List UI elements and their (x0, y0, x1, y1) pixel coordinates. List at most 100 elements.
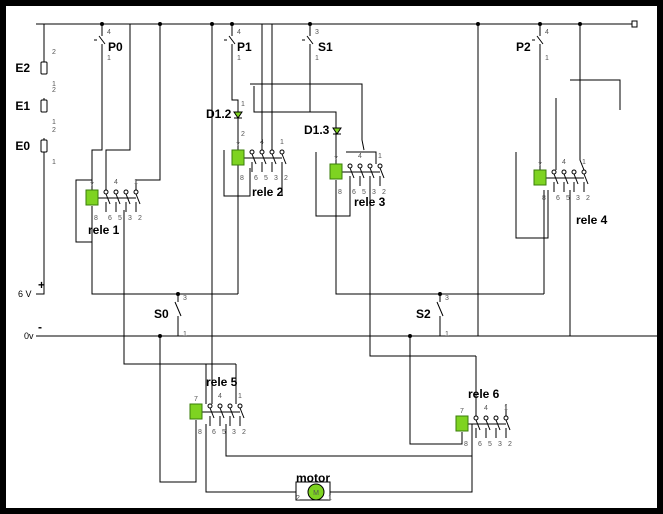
lamp-icon (40, 61, 48, 75)
wire (346, 151, 377, 164)
relay-label-rele-5: rele 5 (206, 375, 238, 389)
relay-switch-arm (261, 153, 267, 165)
relay-pin: 2 (138, 215, 142, 222)
relay-switch-arm (229, 407, 235, 419)
wire (570, 79, 621, 110)
relay-pin: 2 (508, 441, 512, 448)
relay-pin: 4 (218, 393, 222, 400)
lamp-pin: 1 (52, 81, 56, 88)
relay-switch-arm (349, 167, 355, 179)
relay-contact (377, 163, 383, 169)
relay-pin: 1 (504, 405, 508, 412)
relay-pin: 6 (556, 195, 560, 202)
relay-switch-arm (505, 419, 511, 431)
relay-contact (207, 403, 213, 409)
relay-contact (493, 415, 499, 421)
lamp-pin: 2 (52, 49, 56, 56)
relay-contact (249, 149, 255, 155)
lamp-label-e0: E0 (15, 139, 30, 153)
relay-switch-arm (239, 407, 245, 419)
diode-pin: 2 (241, 131, 245, 138)
motor-symbol: M (313, 490, 319, 497)
relay-contact (113, 189, 119, 195)
relay-pin: 8 (94, 215, 98, 222)
relay-coil-pin: 7 (236, 142, 240, 149)
relay-coil-pin: 7 (334, 156, 338, 163)
relay-pin: 1 (378, 153, 382, 160)
diode-icon (332, 127, 342, 135)
relay-coil-pin: 7 (460, 408, 464, 415)
components (40, 20, 638, 501)
toggle-switch (436, 294, 444, 336)
relay-switch-arm (563, 173, 569, 185)
switch-pin: 3 (445, 295, 449, 302)
lamp-label-e2: E2 (15, 61, 30, 75)
relay-pin: 4 (114, 179, 118, 186)
relay-pin: 5 (566, 195, 570, 202)
button-pin: 4 (107, 29, 111, 36)
relay-switch-arm (281, 153, 287, 165)
relay-switch-arm (135, 193, 141, 205)
diode-label-d1-2: D1.2 (206, 107, 232, 121)
wire (91, 62, 103, 190)
motor-pin: 1 (328, 495, 332, 502)
relay-contact (259, 149, 265, 155)
relay-coil (231, 149, 245, 166)
relay-coil (189, 403, 203, 420)
switch-pin: 3 (183, 295, 187, 302)
wire (105, 24, 131, 190)
relay-pin: 3 (576, 195, 580, 202)
wire (225, 424, 473, 457)
relay-switch-arm (495, 419, 501, 431)
relay-switch-arm (583, 173, 589, 185)
relay-pin: 2 (382, 189, 386, 196)
plus-sign: + (38, 278, 45, 292)
relay-label-rele-2: rele 2 (252, 185, 284, 199)
relay-pin: 5 (362, 189, 366, 196)
wire (250, 83, 365, 151)
relay-coil (533, 169, 547, 186)
relay-pin: 3 (232, 429, 236, 436)
relay-contact (357, 163, 363, 169)
relay-coil-pin: 7 (90, 182, 94, 189)
relay-switch-arm (553, 173, 559, 185)
button-pin: 4 (237, 29, 241, 36)
wire (135, 24, 161, 190)
relay-contact (279, 149, 285, 155)
relay-coil-pin: 7 (194, 396, 198, 403)
relay-coil (329, 163, 343, 180)
relay-contact (133, 189, 139, 195)
relay-coil (455, 415, 469, 432)
relay-switch-arm (125, 193, 131, 205)
relay-pin: 4 (260, 139, 264, 146)
relay-pin: 8 (464, 441, 468, 448)
relay-pin: 6 (478, 441, 482, 448)
button-pin: 4 (545, 29, 549, 36)
relay-switch-arm (105, 193, 111, 205)
relay-pin: 6 (212, 429, 216, 436)
relay-pin: 4 (358, 153, 362, 160)
switch-label-s0: S0 (154, 307, 169, 321)
relay-coil (85, 189, 99, 206)
wire (369, 182, 476, 357)
relay-pin: 3 (498, 441, 502, 448)
rail-6v-label: 6 V (18, 289, 32, 299)
lamp-icon (40, 99, 48, 113)
wire (159, 336, 197, 483)
relay-contact (473, 415, 479, 421)
relay-switch-arm (359, 167, 365, 179)
button-label-p1: P1 (237, 40, 252, 54)
wires (36, 22, 660, 493)
relay-contact (561, 169, 567, 175)
relay-pin: 5 (118, 215, 122, 222)
lamp-label-e1: E1 (15, 99, 30, 113)
wire (515, 152, 549, 239)
relay-pin: 1 (134, 179, 138, 186)
relay-switch-arm (369, 167, 375, 179)
diode-icon (233, 111, 243, 119)
switch-pin: 1 (183, 331, 187, 338)
relay-pin: 4 (562, 159, 566, 166)
relay-switch-arm (209, 407, 215, 419)
relay-contact (347, 163, 353, 169)
